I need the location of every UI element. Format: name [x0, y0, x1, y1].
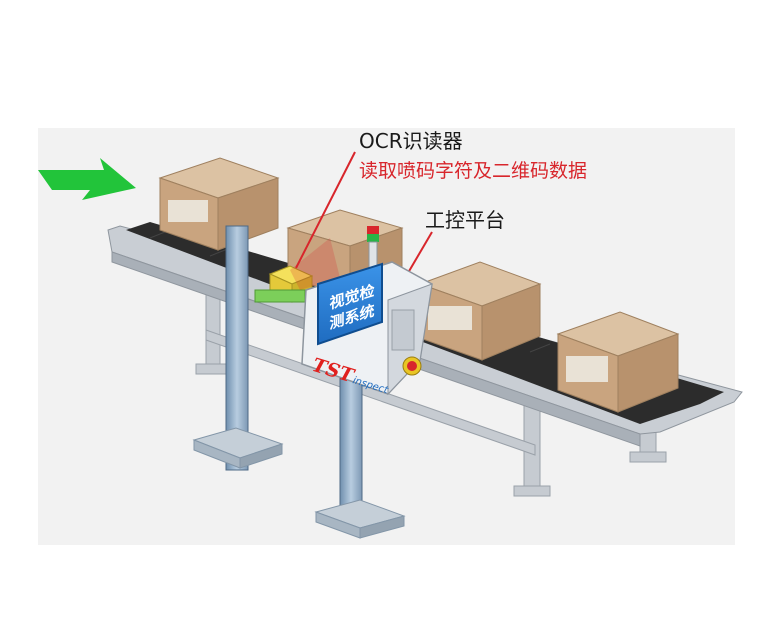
carton-box — [556, 311, 680, 413]
carton-box — [418, 261, 542, 361]
ocr-reader — [254, 238, 340, 303]
ocr-reader-label: OCR识读器 — [359, 129, 463, 153]
ocr-description-label: 读取喷码字符及二维码数据 — [359, 160, 588, 182]
monitor-screen — [317, 262, 383, 346]
industrial-pc-label: 工控平台 — [425, 208, 505, 232]
camera-column — [192, 225, 284, 471]
emergency-stop-icon — [402, 356, 422, 376]
ipc-column — [314, 375, 406, 539]
flow-direction-arrow — [38, 158, 136, 200]
ocr-pointer-line — [295, 151, 356, 269]
